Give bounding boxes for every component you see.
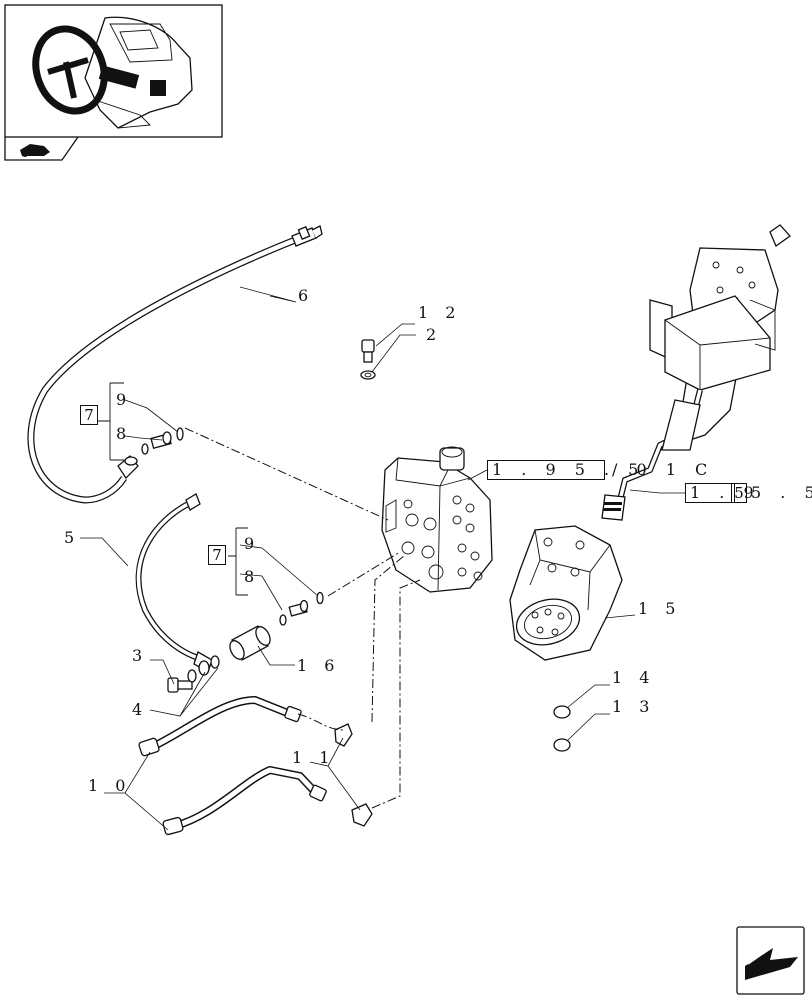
next-page-arrow-icon[interactable] <box>736 926 805 995</box>
part-16 <box>229 625 271 661</box>
callout-15: 1 5 <box>638 599 682 618</box>
reference-main: 1 . 9 5 . 5 <box>487 460 638 480</box>
fitting-upper <box>141 427 184 455</box>
elbows-11 <box>334 723 373 827</box>
callout-2: 2 <box>426 325 443 344</box>
steering-unit-15 <box>509 525 623 661</box>
callout-7-lower-box: 7 <box>208 545 226 565</box>
fitting-lower <box>279 591 324 626</box>
reference-main-2: 1 . 9 <box>685 483 754 503</box>
reference-suffix: / 0 1 C <box>612 460 715 479</box>
bolt-3 <box>167 655 220 693</box>
callout-12: 1 2 <box>418 303 462 322</box>
pipes-10 <box>138 695 327 836</box>
callout-10: 1 0 <box>88 776 132 795</box>
callout-3: 3 <box>132 646 149 665</box>
callout-11: 1 1 <box>292 748 336 767</box>
steering-column-thumbnail <box>4 4 223 138</box>
callout-13: 1 3 <box>612 697 656 716</box>
steering-column <box>601 224 791 521</box>
callout-9-upper: 9 <box>116 390 133 409</box>
callout-9-lower: 9 <box>244 534 261 553</box>
bolt-12 <box>360 339 376 380</box>
brackets <box>98 382 248 596</box>
callout-16: 1 6 <box>297 656 341 675</box>
callout-4: 4 <box>132 700 149 719</box>
callout-8-upper: 8 <box>116 424 133 443</box>
o-ring-13 <box>553 738 571 752</box>
callout-8-lower: 8 <box>244 567 261 586</box>
callout-7-upper-box: 7 <box>80 405 98 425</box>
hose-6 <box>27 225 323 504</box>
tractor-section-icon <box>4 136 79 161</box>
hose-5 <box>135 493 213 673</box>
dash-lines <box>184 427 421 809</box>
callout-6: 6 <box>298 286 315 305</box>
callout-14: 1 4 <box>612 668 656 687</box>
callout-5: 5 <box>64 528 81 547</box>
steering-valve <box>381 446 493 593</box>
reference-boxed-digit: 5 <box>731 483 747 503</box>
reference-suffix-2: 5 . 5 <box>751 483 812 502</box>
o-ring-14 <box>553 705 571 719</box>
leader-lines <box>80 286 685 831</box>
